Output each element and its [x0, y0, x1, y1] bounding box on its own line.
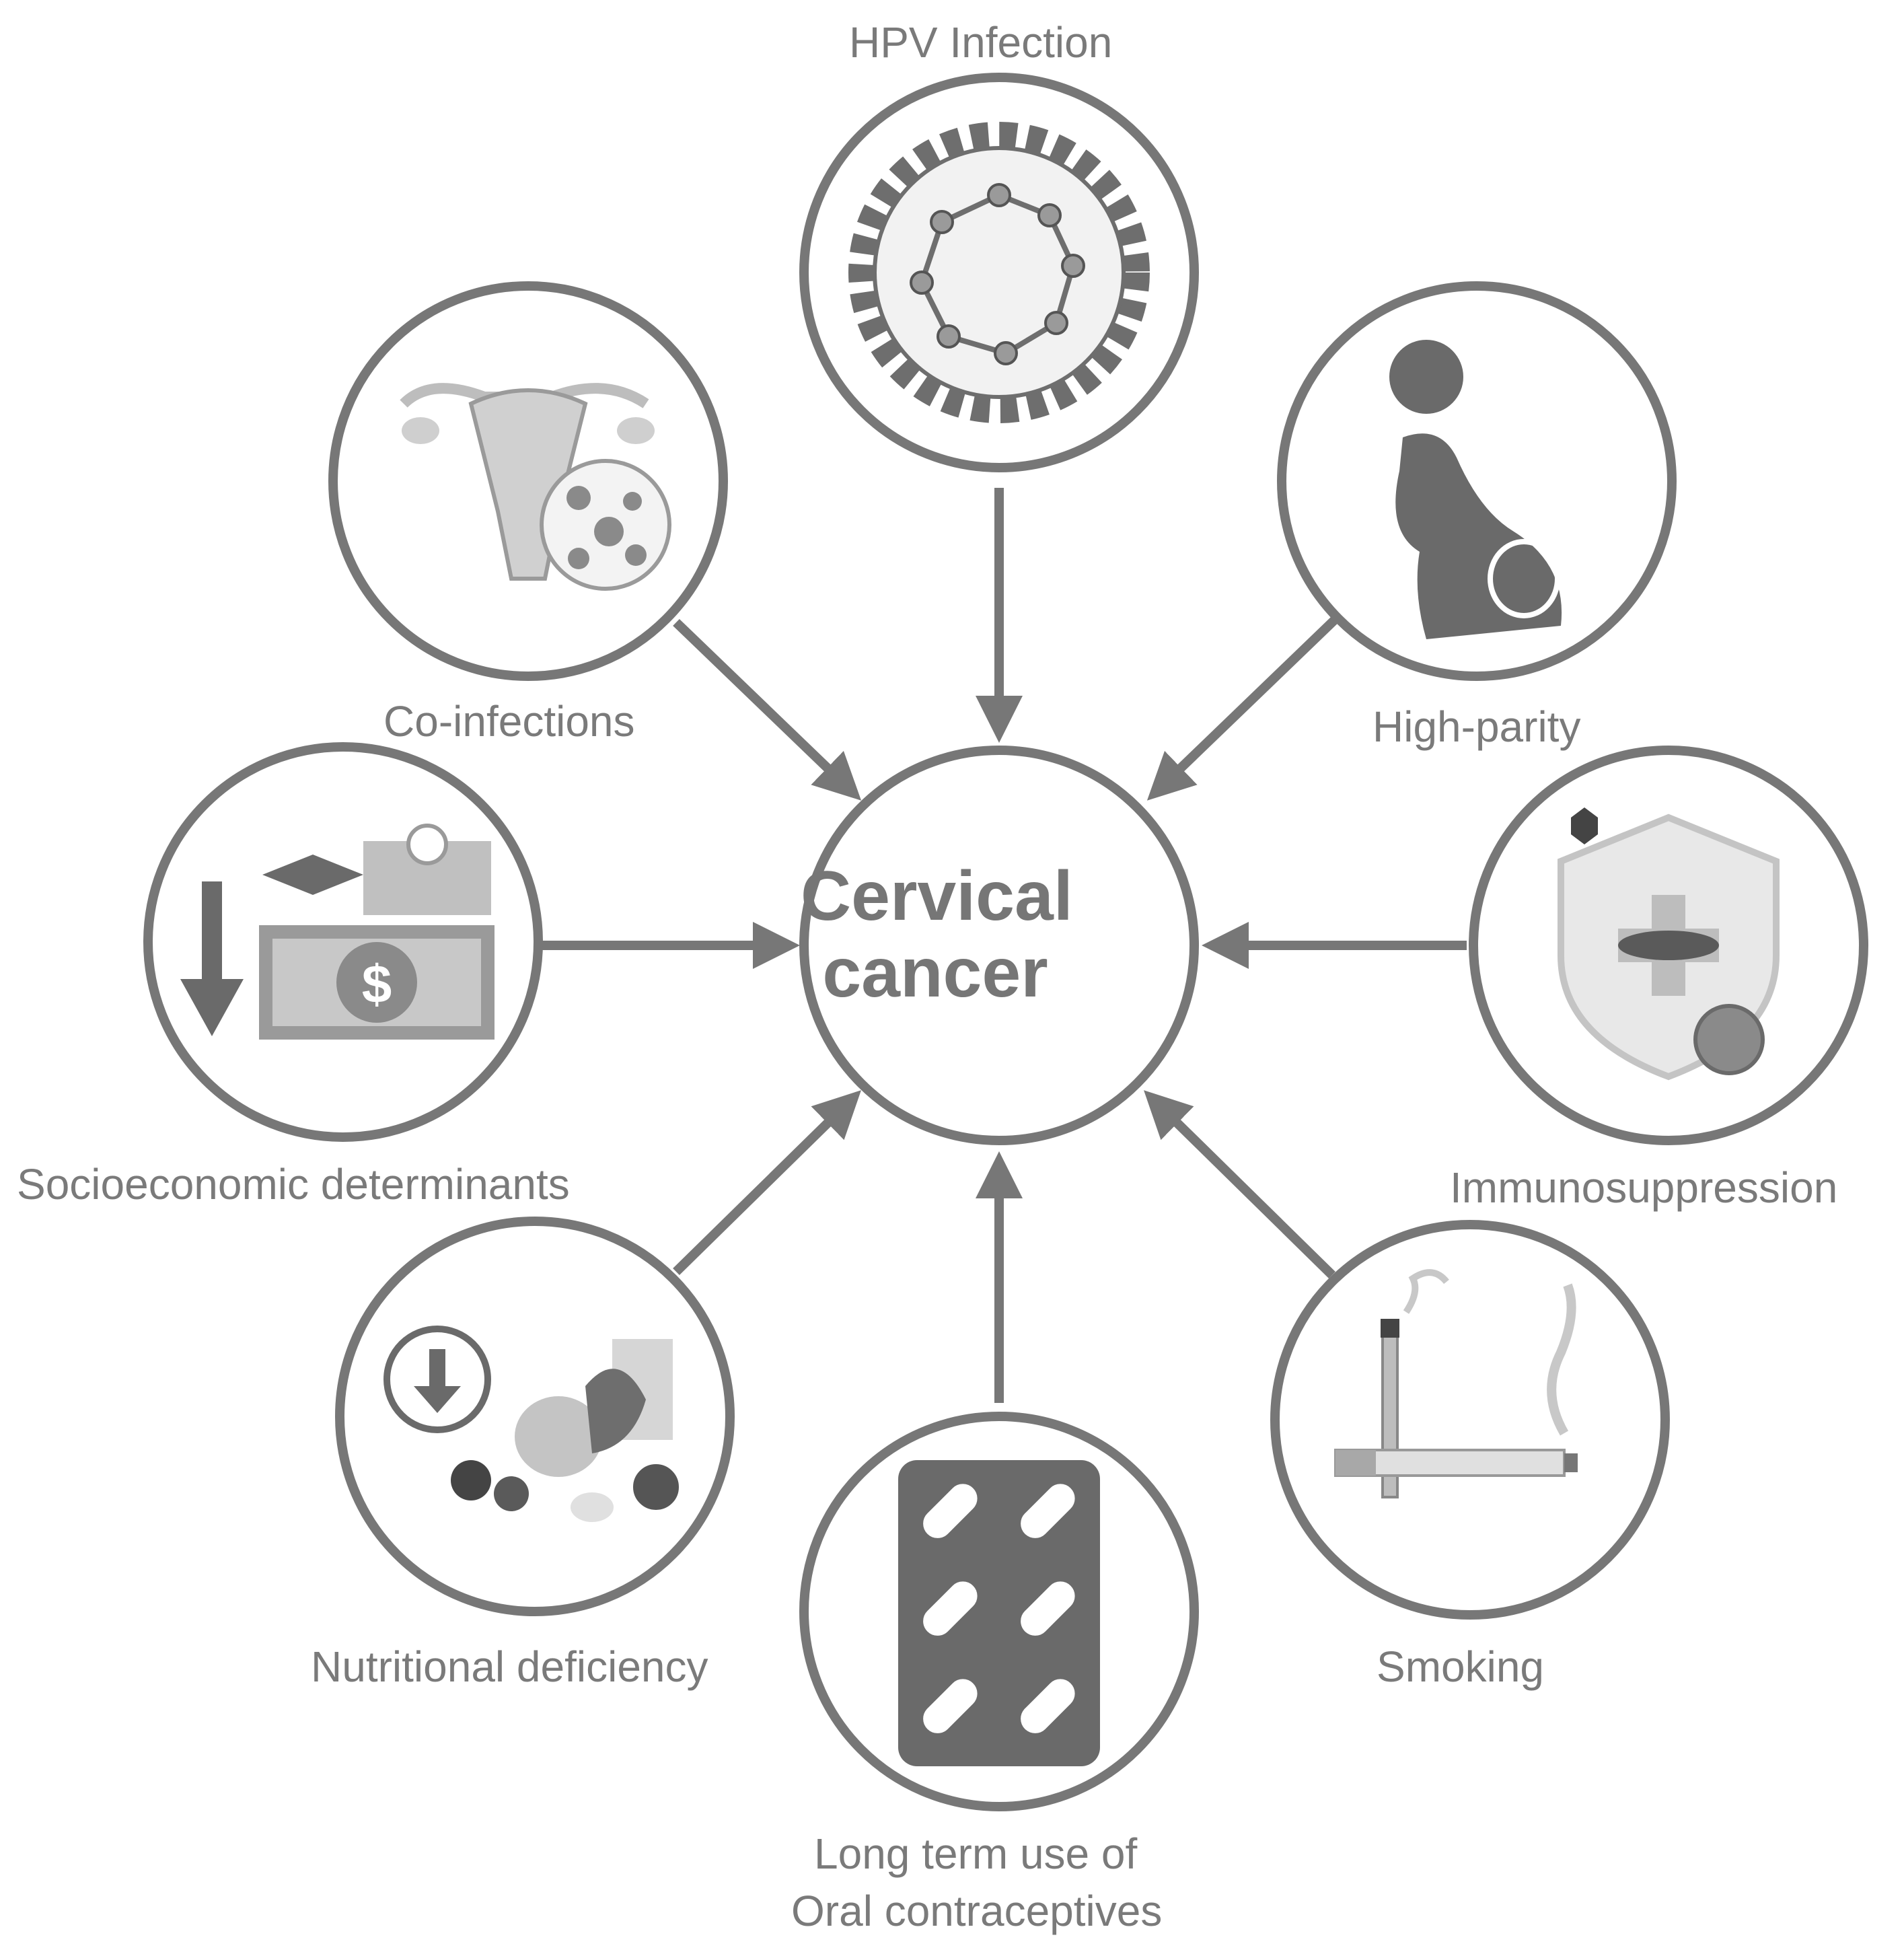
- label-smoking: Smoking: [1377, 1642, 1544, 1691]
- money-education-hospital-decline-icon: $: [180, 824, 495, 1040]
- label-hpv: HPV Infection: [849, 18, 1113, 67]
- pill-pack-icon: [898, 1460, 1100, 1766]
- center-node: [799, 746, 1199, 1145]
- food-decline-icon: [383, 1326, 682, 1522]
- arrow-coinfections: [673, 618, 862, 801]
- cigarette-ecigarette-icon: [1334, 1269, 1578, 1498]
- svg-text:$: $: [362, 954, 392, 1014]
- center-title: Cervical cancer: [801, 857, 1073, 1013]
- node-smoking: [1270, 1220, 1670, 1620]
- pregnant-woman-icon: [1389, 340, 1562, 639]
- center-title-line1: Cervical: [801, 857, 1073, 935]
- label-immuno: Immunosuppression: [1450, 1163, 1838, 1212]
- virus-icon: [848, 122, 1150, 423]
- label-coinfections: Co-infections: [383, 697, 635, 746]
- arrow-smoking: [1144, 1090, 1335, 1278]
- arrow-parity: [1146, 615, 1339, 801]
- label-oral-line2: Oral contraceptives: [791, 1887, 1163, 1935]
- label-nutrition: Nutritional deficiency: [311, 1642, 708, 1691]
- uterus-pathogens-icon: [400, 383, 671, 591]
- label-parity: High-parity: [1372, 702, 1581, 751]
- center-title-line2: cancer: [822, 934, 1048, 1013]
- label-socioeconomic: Socioeconomic determinants: [17, 1160, 570, 1208]
- node-parity: [1277, 281, 1677, 681]
- label-oral-line1: Long term use of: [814, 1830, 1138, 1878]
- shield-virus-icon: [1558, 807, 1780, 1081]
- arrow-nutrition: [673, 1090, 861, 1275]
